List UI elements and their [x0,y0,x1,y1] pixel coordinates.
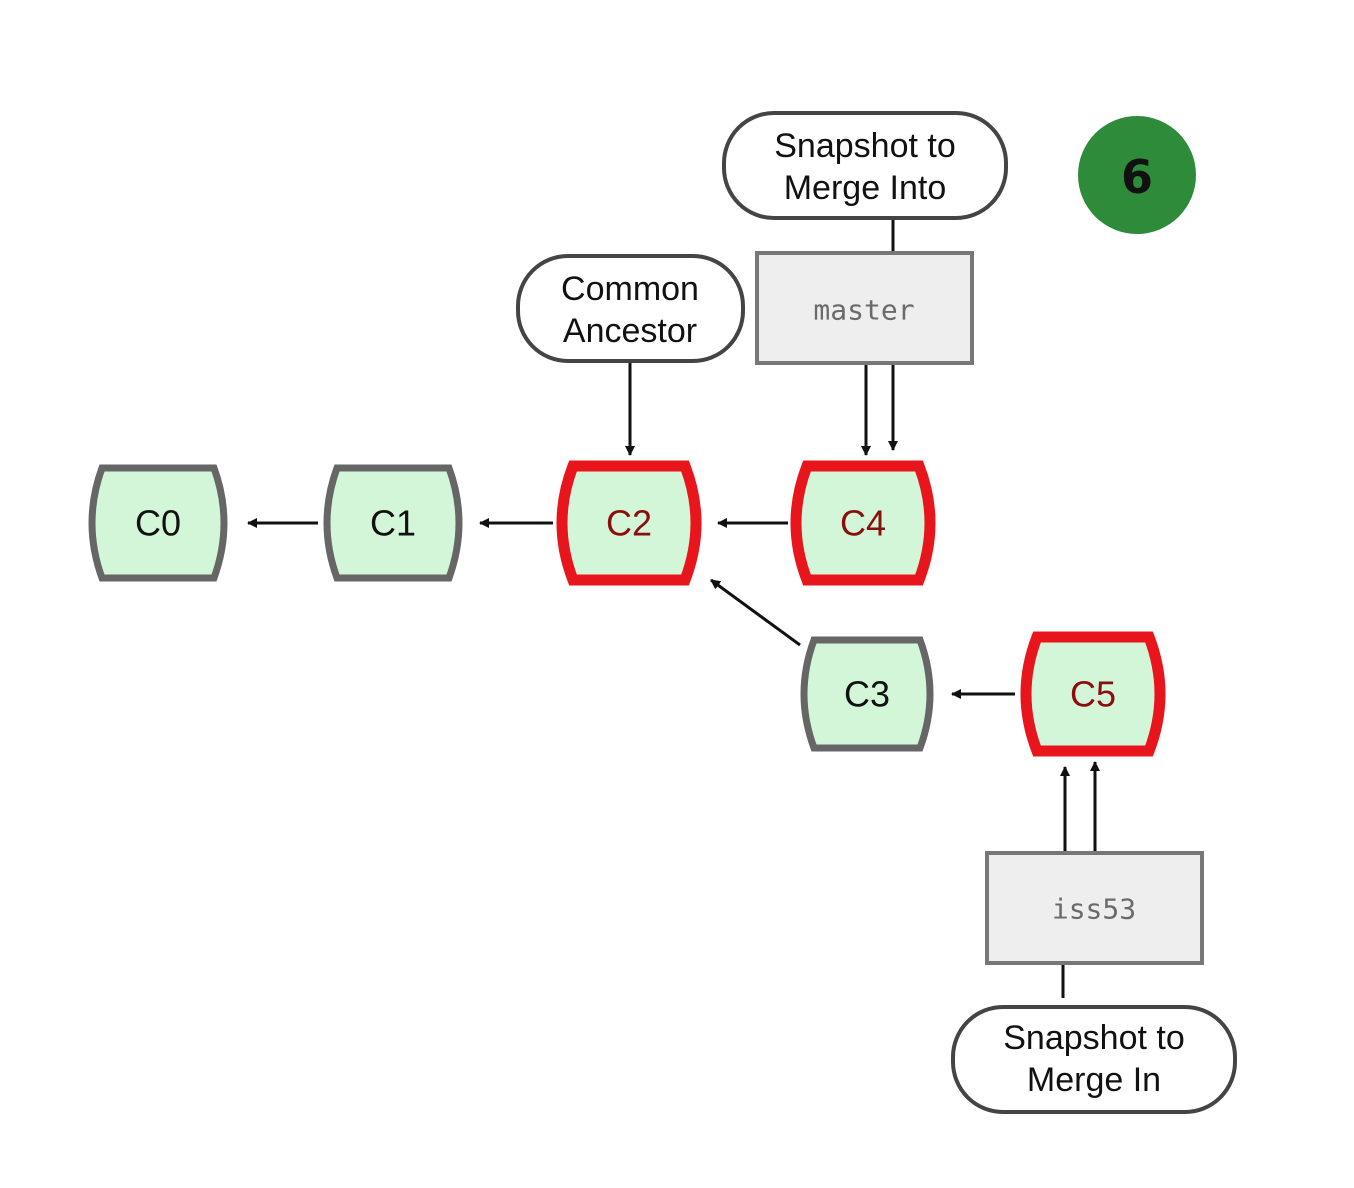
commit-c5[interactable]: C5 [1020,631,1166,757]
commit-c2-label: C2 [606,503,652,544]
commit-c1[interactable]: C1 [323,464,463,582]
commit-c2[interactable]: C2 [556,460,702,586]
branch-master[interactable]: master [755,251,974,365]
callout-merge-into-line-1: Snapshot to [774,127,955,165]
edge-c3-c2 [710,578,801,647]
callout-merge-into-line-2: Merge Into [784,169,947,207]
edges [247,518,1015,699]
callout-merge-in-line-2: Merge In [1027,1061,1161,1099]
commit-c0-label: C0 [135,503,181,544]
callout-merge-in: Snapshot to Merge In [951,1005,1237,1114]
callout-common-ancestor: Common Ancestor [516,254,745,363]
step-badge: 6 [1078,116,1196,234]
callout-common-ancestor-line-2: Ancestor [563,312,697,350]
commit-c3[interactable]: C3 [800,636,934,752]
branch-iss53-label: iss53 [1052,893,1136,926]
step-badge-number: 6 [1121,150,1153,204]
callout-connectors [625,218,1065,998]
branch-pointers [861,365,1100,852]
commit-c0[interactable]: C0 [88,464,228,582]
branch-master-label: master [813,294,914,327]
callout-common-ancestor-line-1: Common [561,270,699,308]
commit-c4[interactable]: C4 [790,460,936,586]
commit-c5-label: C5 [1070,674,1116,715]
commit-c1-label: C1 [370,503,416,544]
branch-iss53[interactable]: iss53 [985,851,1204,965]
callout-merge-in-line-1: Snapshot to [1003,1019,1184,1057]
commits: C0 C1 C2 C4 C3 C5 [88,460,1166,757]
commit-c4-label: C4 [840,503,886,544]
callout-merge-into: Snapshot to Merge Into [722,111,1008,220]
commit-c3-label: C3 [844,674,890,715]
